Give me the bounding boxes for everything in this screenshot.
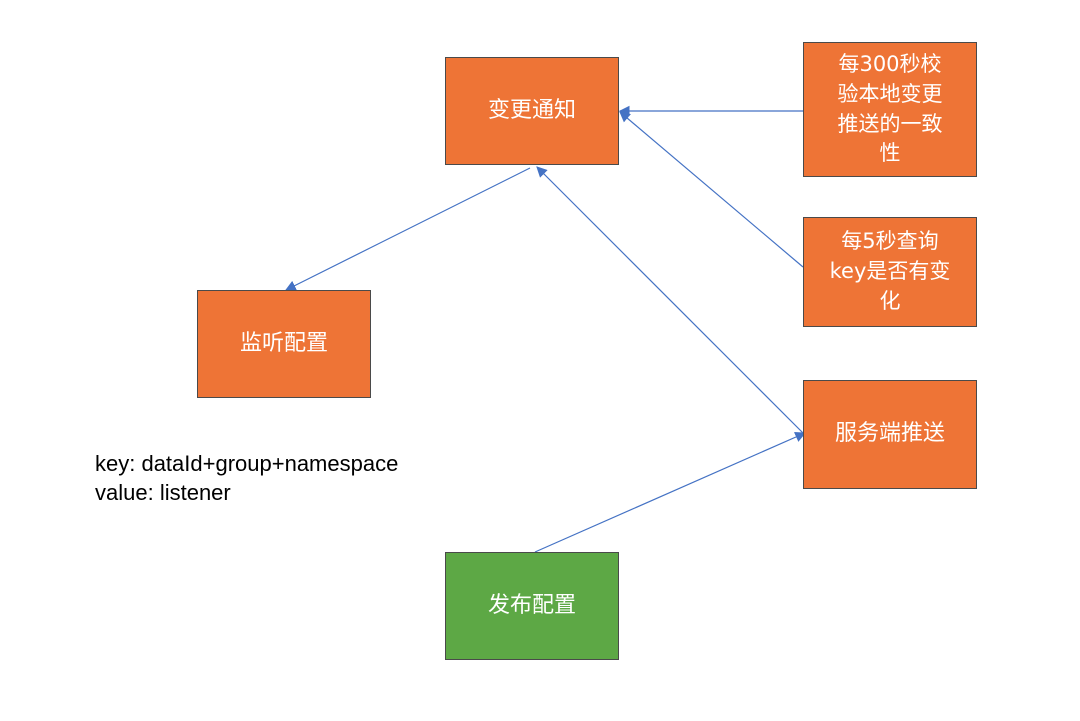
every-300s-line-1: 每300秒校 xyxy=(838,51,942,76)
edge-notify-to-listen xyxy=(285,167,531,291)
every-5s-line-1: 每5秒查询 xyxy=(841,229,939,254)
publish-config-label: 发布配置 xyxy=(487,592,576,618)
every-5s-line-3: 化 xyxy=(879,288,901,313)
every-5s-line-2: key是否有变 xyxy=(829,259,951,284)
listen-config-node: 监听配置 xyxy=(197,290,371,398)
change-notify-node: 变更通知 xyxy=(445,57,619,165)
server-push-node: 服务端推送 xyxy=(803,380,977,489)
every-300s-line-4: 性 xyxy=(879,141,901,166)
every-5s-poll-node: 每5秒查询 key是否有变 化 xyxy=(803,217,977,327)
every-300s-check-node: 每300秒校 验本地变更 推送的一致 性 xyxy=(803,42,977,177)
every-300s-check-label: 每300秒校 验本地变更 推送的一致 性 xyxy=(832,50,949,169)
server-push-label: 服务端推送 xyxy=(834,421,945,447)
listen-config-label: 监听配置 xyxy=(239,330,328,356)
every-300s-line-2: 验本地变更 xyxy=(837,81,943,106)
every-5s-poll-label: 每5秒查询 key是否有变 化 xyxy=(824,227,957,316)
annotation-key-line: key: dataId+group+namespace xyxy=(95,451,399,476)
key-value-annotation: key: dataId+group+namespace value: liste… xyxy=(95,450,398,507)
annotation-value-line: value: listener xyxy=(95,479,231,505)
edge-publish-to-push xyxy=(534,431,806,553)
edge-push-to-notify xyxy=(536,166,804,434)
every-300s-line-3: 推送的一致 xyxy=(837,111,943,136)
edge-5s-to-notify xyxy=(619,111,804,268)
publish-config-node: 发布配置 xyxy=(445,552,619,660)
change-notify-label: 变更通知 xyxy=(487,97,576,123)
